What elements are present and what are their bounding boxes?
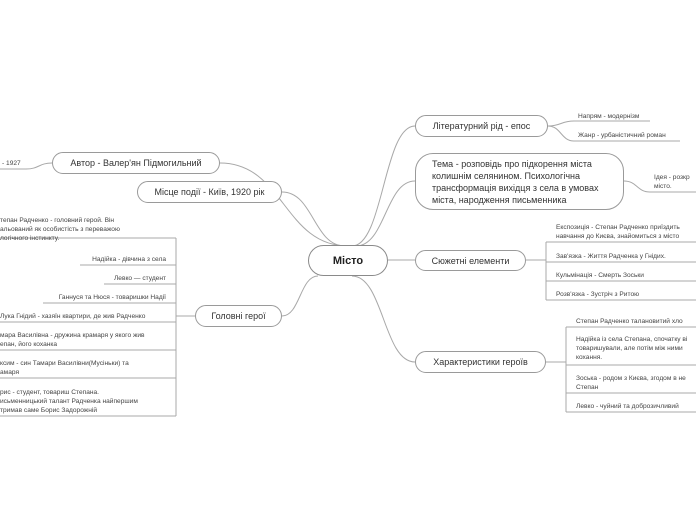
theme-leaf-idea[interactable]: Ідея - розкр місто. bbox=[654, 174, 690, 190]
genre-leaf-direction[interactable]: Напрям - модернізм bbox=[578, 113, 640, 120]
link-central-genre bbox=[351, 125, 416, 247]
char-leaf-zoska[interactable]: Зоська - родом з Києва, згодом в не Степ… bbox=[576, 375, 686, 391]
char-leaf-levko[interactable]: Левко - чуйний та доброзичливий bbox=[576, 403, 679, 410]
link-central-characters bbox=[351, 275, 416, 363]
plot-leaf-ending[interactable]: Розв'язка - Зустріч з Ритою bbox=[556, 291, 640, 298]
heroes-label: Головні герої bbox=[211, 311, 266, 321]
author-leaf[interactable]: - 1927 bbox=[2, 160, 21, 167]
plot-label: Сюжетні елементи bbox=[431, 255, 510, 266]
link-theme-idea bbox=[623, 180, 651, 193]
link-central-theme bbox=[355, 180, 416, 247]
link-author-leaf bbox=[25, 162, 53, 170]
plot-leaf-beginning[interactable]: Зав'язка - Життя Радченка у Гнідих. bbox=[556, 253, 666, 260]
hero-leaf-nadiyka[interactable]: Надійка - дівчина з села bbox=[92, 256, 166, 263]
link-central-place bbox=[281, 191, 346, 247]
theme-node[interactable]: Тема - розповідь про підкорення міста ко… bbox=[415, 153, 624, 210]
central-topic-node[interactable]: Місто bbox=[308, 245, 388, 276]
author-node[interactable]: Автор - Валер'ян Підмогильний bbox=[52, 152, 220, 174]
plot-leaf-climax[interactable]: Кульмінація - Смерть Зоськи bbox=[556, 272, 644, 279]
genre-label: Літературний рід - епос bbox=[432, 121, 531, 131]
hero-leaf-tamara[interactable]: мара Василівна - дружина крамаря у якого… bbox=[0, 332, 145, 348]
hero-leaf-radchenko[interactable]: тепан Радченко - головний герой. Він аль… bbox=[0, 217, 120, 242]
genre-leaf-genre[interactable]: Жанр - урбаністичний роман bbox=[578, 132, 666, 139]
link-genre-direction bbox=[547, 120, 575, 127]
characters-node[interactable]: Характеристики героїв bbox=[415, 351, 546, 373]
link-genre-genre bbox=[547, 125, 575, 142]
central-topic-label: Місто bbox=[332, 254, 364, 267]
hero-leaf-borys[interactable]: рис - студент, товариш Степана. исьменни… bbox=[0, 389, 138, 414]
hero-leaf-maksym[interactable]: ксим - син Тамари Василівни(Мусіньки) та… bbox=[0, 360, 129, 376]
link-central-author bbox=[219, 162, 349, 247]
genre-node[interactable]: Літературний рід - епос bbox=[415, 115, 548, 137]
place-node[interactable]: Місце події - Київ, 1920 рік bbox=[137, 181, 282, 203]
characters-label: Характеристики героїв bbox=[433, 357, 528, 367]
author-label: Автор - Валер'ян Підмогильний bbox=[70, 158, 202, 168]
theme-label: Тема - розповідь про підкорення міста ко… bbox=[432, 158, 599, 205]
plot-leaf-exposition[interactable]: Експозиція - Степан Радченко приїздить н… bbox=[556, 224, 680, 240]
place-label: Місце події - Київ, 1920 рік bbox=[154, 187, 265, 197]
link-central-heroes bbox=[281, 275, 319, 317]
char-leaf-stepan[interactable]: Степан Радченко талановитий хло bbox=[576, 318, 683, 325]
hero-leaf-levko[interactable]: Левко — студент bbox=[113, 275, 166, 282]
char-leaf-nadiyka[interactable]: Надійка із села Степана, спочатку ві тов… bbox=[576, 336, 688, 361]
hero-leaf-hannusia[interactable]: Ганнуся та Нюся - товаришки Надії bbox=[58, 294, 166, 301]
hero-leaf-luka[interactable]: Лука Гнідий - хазяїн квартири, де жив Ра… bbox=[0, 313, 146, 320]
heroes-node[interactable]: Головні герої bbox=[195, 305, 282, 327]
plot-node[interactable]: Сюжетні елементи bbox=[415, 250, 526, 271]
